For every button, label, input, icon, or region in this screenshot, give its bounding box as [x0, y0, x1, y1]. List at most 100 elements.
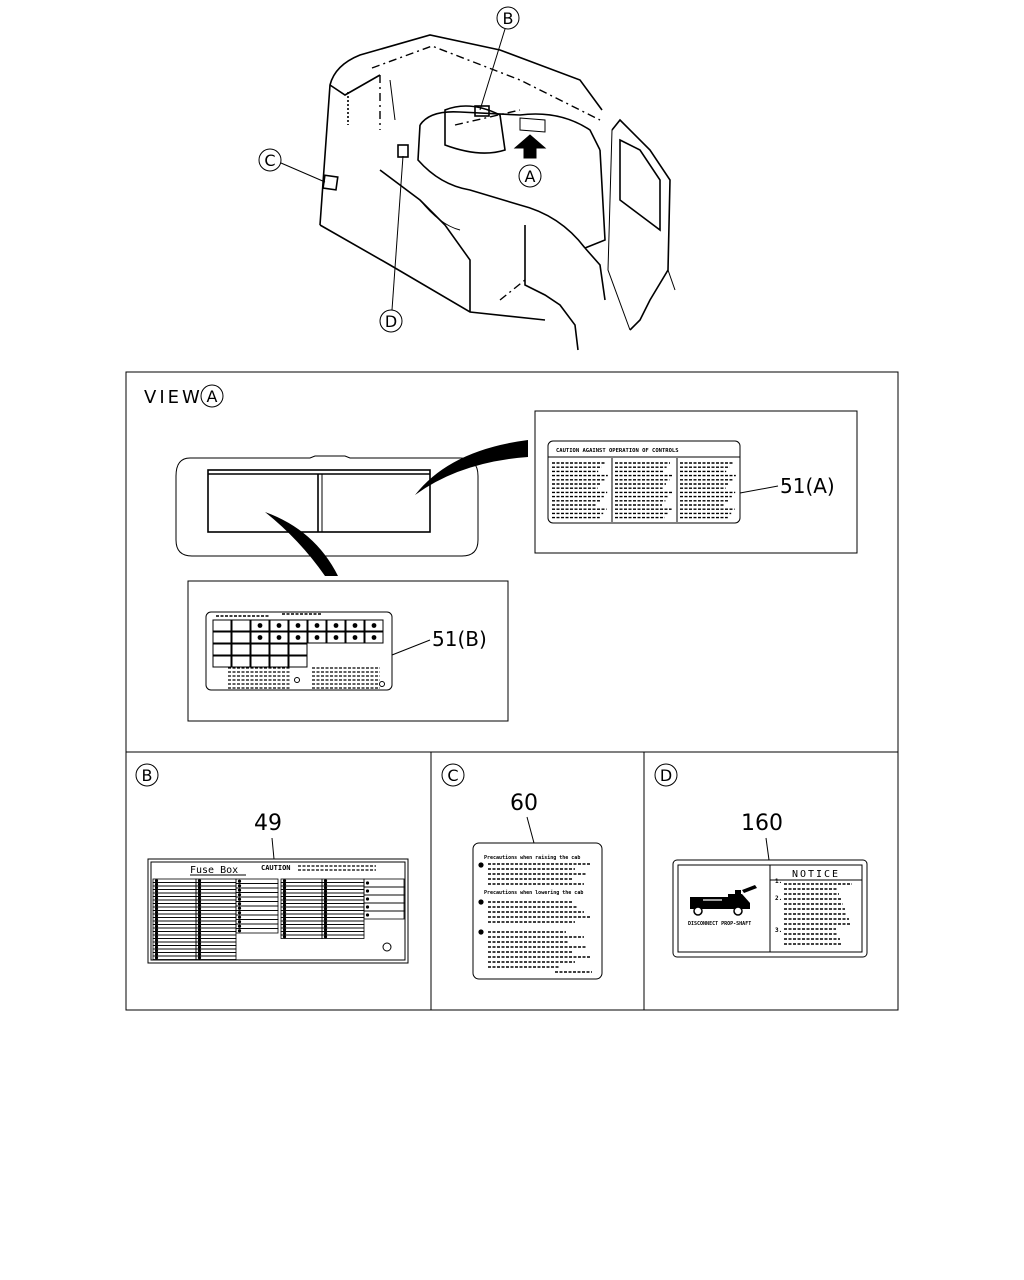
fuse-icon [154, 896, 159, 900]
fuse-icon [323, 893, 328, 897]
fuse-icon [323, 900, 328, 904]
symbol-icon [276, 635, 282, 640]
callout-a-top: A [518, 164, 542, 188]
fuse-icon [197, 907, 202, 911]
fuse-row [363, 894, 405, 904]
fuse-icon [197, 931, 202, 935]
fuse-icon [237, 897, 242, 901]
svg-text:B: B [503, 9, 514, 28]
fuse-icon [154, 900, 159, 904]
symbol-cell [231, 619, 251, 632]
fuse-icon [154, 956, 159, 960]
fuse-icon [282, 907, 287, 911]
fuse-icon [323, 907, 328, 911]
symbol-cell [231, 631, 251, 644]
fuse-icon [154, 889, 159, 893]
symbol-icon [276, 623, 282, 628]
fuse-row [152, 955, 197, 960]
symbol-cell [250, 619, 270, 632]
fuse-row [235, 892, 279, 898]
fuse-row [235, 905, 279, 911]
panel-c: C 60 Precautions when raising the cab Pr… [441, 763, 603, 980]
view-a-title: VIEW A [144, 384, 224, 408]
svg-text:A: A [207, 387, 218, 406]
fuse-row [280, 913, 323, 918]
svg-text:NOTICE: NOTICE [792, 869, 840, 880]
symbol-cell [288, 631, 308, 644]
fuse-row [195, 899, 237, 904]
fuse-icon [154, 893, 159, 897]
fuse-row [363, 902, 405, 912]
fuse-row [280, 885, 323, 890]
fuse-row [280, 906, 323, 911]
fuse-icon [197, 945, 202, 949]
symbol-icon [295, 623, 301, 628]
fuse-row [235, 901, 279, 907]
fuse-row [235, 919, 279, 925]
fuse-row [195, 889, 237, 894]
fuse-icon [237, 920, 242, 924]
callout-d-top: D [379, 155, 404, 333]
fuse-icon [323, 910, 328, 914]
fuse-icon [154, 949, 159, 953]
bullet [478, 929, 484, 935]
fuse-icon [197, 935, 202, 939]
symbol-cell [326, 619, 346, 632]
fuse-row [152, 885, 197, 890]
fuse-row [195, 924, 237, 929]
fuse-icon [282, 910, 287, 914]
fuse-row [363, 886, 405, 896]
fuse-icon [282, 928, 287, 932]
svg-text:CAUTION: CAUTION [261, 864, 291, 872]
sun-visor [175, 455, 479, 557]
fuse-row [280, 899, 323, 904]
fuse-row [235, 928, 279, 934]
symbol-cell [212, 655, 232, 668]
fuse-icon [365, 897, 370, 901]
rivet-hole [294, 677, 300, 683]
fuse-icon [154, 935, 159, 939]
symbol-icon [257, 635, 263, 640]
symbol-cell [288, 643, 308, 656]
fuse-icon [237, 879, 242, 883]
fuse-icon [154, 945, 159, 949]
fuse-row [363, 878, 405, 888]
fuse-icon [197, 917, 202, 921]
symbol-cell [288, 619, 308, 632]
symbol-cell [269, 631, 289, 644]
fuse-row [280, 882, 323, 887]
rivet-hole [379, 681, 385, 687]
fuse-icon [154, 928, 159, 932]
fuse-row [195, 896, 237, 901]
fuse-icon [197, 896, 202, 900]
fuse-icon [237, 915, 242, 919]
fuse-row [195, 945, 237, 950]
fuse-row [195, 938, 237, 943]
fuse-icon [282, 935, 287, 939]
fuse-icon [323, 882, 328, 886]
svg-text:Fuse Box: Fuse Box [190, 865, 238, 876]
fuse-row [280, 892, 323, 897]
fuse-icon [237, 911, 242, 915]
fuse-row [235, 883, 279, 889]
fuse-icon [282, 882, 287, 886]
callout-b-top: B [479, 6, 520, 111]
symbol-cell [307, 631, 327, 644]
fuse-row [235, 914, 279, 920]
fuse-row [152, 945, 197, 950]
fuse-icon [365, 905, 370, 909]
fuse-row [235, 923, 279, 929]
fuse-row [152, 878, 197, 883]
fuse-icon [154, 903, 159, 907]
fuse-row [321, 889, 365, 894]
fuse-icon [154, 914, 159, 918]
fuse-icon [323, 917, 328, 921]
symbol-cell [364, 631, 384, 644]
fuse-icon [323, 935, 328, 939]
fuse-icon [197, 924, 202, 928]
fuse-icon [323, 889, 328, 893]
fuse-icon [197, 956, 202, 960]
fuse-row [195, 931, 237, 936]
svg-text:60: 60 [510, 791, 538, 816]
fuse-row [152, 899, 197, 904]
